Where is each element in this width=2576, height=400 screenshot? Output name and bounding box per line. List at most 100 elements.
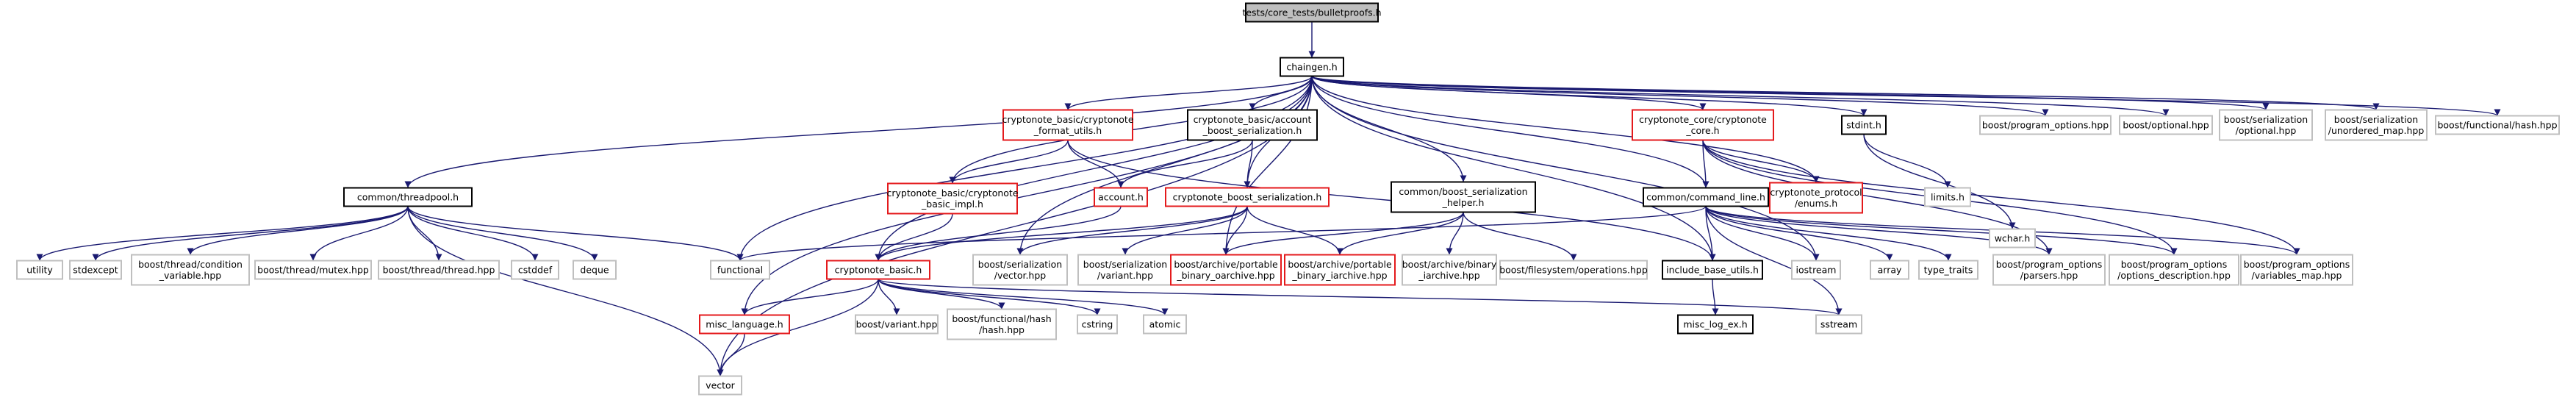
edge-cn_core-to-po_variables_map xyxy=(1702,140,2300,255)
node-array[interactable]: array xyxy=(1870,260,1909,280)
node-account-boost[interactable]: cryptonote_basic/account_boost_serializa… xyxy=(1187,109,1318,141)
edge-include_base_utils-to-misc_log_ex xyxy=(1712,279,1719,315)
node-iostream[interactable]: iostream xyxy=(1791,260,1841,280)
edge-line xyxy=(1463,212,1577,261)
node-label: boost/serialization xyxy=(2334,114,2418,125)
edge-line xyxy=(741,279,879,315)
edge-line xyxy=(404,76,1313,188)
edge-line xyxy=(1712,279,1719,315)
edge-chaingen-to-boost_program_options xyxy=(1311,75,2049,117)
edge-cn_boost_ser-to-cn_basic xyxy=(875,206,1248,261)
edge-cn_boost_ser-to-portable_binary_iarchive xyxy=(1246,206,1343,255)
edge-threadpool-to-deque xyxy=(407,206,598,261)
edge-cn_boost_ser-to-boost_ser_variant xyxy=(1122,206,1248,255)
node-cstddef[interactable]: cstddef xyxy=(511,260,559,280)
node-box xyxy=(2435,115,2560,135)
node-wchar[interactable]: wchar.h xyxy=(1989,228,2036,249)
edge-threadpool-to-boost_thread_condvar xyxy=(187,206,409,255)
node-chaingen[interactable]: chaingen.h xyxy=(1280,57,1344,77)
node-label: _basic_impl.h xyxy=(921,199,983,210)
node-boost-ser-variant[interactable]: boost/serialization/variant.hpp xyxy=(1077,254,1173,286)
edge-line xyxy=(878,279,1101,315)
node-portable-binary-iarchive[interactable]: boost/archive/portable_binary_iarchive.h… xyxy=(1284,254,1396,286)
node-po-variables-map[interactable]: boost/program_options/variables_map.hpp xyxy=(2240,254,2353,286)
node-cstring[interactable]: cstring xyxy=(1077,314,1118,335)
node-basic-impl[interactable]: cryptonote_basic/cryptonote_basic_impl.h xyxy=(886,182,1019,215)
node-boost-ser-optional[interactable]: boost/serialization/optional.hpp xyxy=(2219,109,2313,141)
node-box xyxy=(1170,254,1282,286)
node-threadpool[interactable]: common/threadpool.h xyxy=(343,187,473,207)
node-boost-program-options[interactable]: boost/program_options.hpp xyxy=(1979,115,2112,135)
node-label: /parsers.hpp xyxy=(2020,270,2078,281)
node-deque[interactable]: deque xyxy=(573,260,617,280)
node-box xyxy=(16,260,63,280)
edge-stdint-to-wchar xyxy=(1863,134,2016,229)
node-cn-core[interactable]: cryptonote_core/cryptonote_core.h xyxy=(1632,109,1774,141)
node-boost-thread-thread[interactable]: boost/thread/thread.hpp xyxy=(378,260,500,280)
node-po-options-description[interactable]: boost/program_options/options_descriptio… xyxy=(2109,254,2239,286)
node-box xyxy=(1002,109,1133,141)
node-boost-archive-binary[interactable]: boost/archive/binary_iarchive.hpp xyxy=(1402,254,1497,286)
edge-line xyxy=(1702,140,2300,255)
node-cn-boost-ser[interactable]: cryptonote_boost_serialization.h xyxy=(1165,187,1330,207)
node-boost-thread-mutex[interactable]: boost/thread/mutex.hpp xyxy=(254,260,372,280)
node-label: atomic xyxy=(1149,319,1181,330)
node-boost-thread-condvar[interactable]: boost/thread/condition_variable.hpp xyxy=(131,254,250,286)
node-cn-basic[interactable]: cryptonote_basic.h xyxy=(826,260,930,280)
node-boost-optional[interactable]: boost/optional.hpp xyxy=(2119,115,2213,135)
node-boost-variant[interactable]: boost/variant.hpp xyxy=(855,314,939,335)
node-stdexcept[interactable]: stdexcept xyxy=(69,260,122,280)
node-portable-binary-oarchive[interactable]: boost/archive/portable_binary_oarchive.h… xyxy=(1170,254,1282,286)
edge-basic_impl-to-cn_basic xyxy=(875,213,953,261)
edge-line xyxy=(949,140,1069,184)
node-label: _format_utils.h xyxy=(1033,125,1102,136)
node-account[interactable]: account.h xyxy=(1094,187,1148,207)
node-boost-functional-hash-hash[interactable]: boost/functional/hash/hash.hpp xyxy=(947,308,1057,340)
node-boost-ser-helper[interactable]: common/boost_serialization_helper.h xyxy=(1391,181,1536,213)
edge-chaingen-to-threadpool xyxy=(404,76,1313,188)
node-box xyxy=(1077,254,1173,286)
node-sstream[interactable]: sstream xyxy=(1815,314,1862,335)
nodes-layer: tests/core_tests/bulletproofs.h chaingen.… xyxy=(16,2,2560,396)
edge-command_line-to-type_traits xyxy=(1705,206,1952,261)
node-box xyxy=(1677,314,1754,335)
node-utility[interactable]: utility xyxy=(16,260,63,280)
edge-chaingen-to-boost_ser_helper xyxy=(1311,76,1467,182)
node-label: common/threadpool.h xyxy=(357,192,459,203)
node-include-base-utils[interactable]: include_base_utils.h xyxy=(1662,260,1763,280)
node-misc-log-ex[interactable]: misc_log_ex.h xyxy=(1677,314,1754,335)
edge-line xyxy=(1311,75,2170,117)
node-cn-protocol-enums[interactable]: cryptonote_protocol/enums.h xyxy=(1769,182,1863,214)
node-boost-functional-hash[interactable]: boost/functional/hash.hpp xyxy=(2435,115,2560,135)
edge-line xyxy=(92,206,409,261)
node-box xyxy=(2119,115,2213,135)
node-boost-ser-unordered-map[interactable]: boost/serialization/unordered_map.hpp xyxy=(2325,109,2428,141)
node-command-line[interactable]: common/command_line.h xyxy=(1643,187,1769,207)
node-root[interactable]: tests/core_tests/bulletproofs.h xyxy=(1242,2,1382,23)
node-vector[interactable]: vector xyxy=(698,375,742,396)
edge-line xyxy=(1705,206,1820,261)
node-stdint[interactable]: stdint.h xyxy=(1841,115,1887,135)
edge-line xyxy=(1311,75,2500,117)
node-boost-ser-vector[interactable]: boost/serialization/vector.hpp xyxy=(972,254,1068,286)
node-limits[interactable]: limits.h xyxy=(1924,187,1971,207)
node-box xyxy=(710,260,770,280)
node-label: type_traits xyxy=(1924,265,1973,276)
node-format-utils[interactable]: cryptonote_basic/cryptonote_format_utils… xyxy=(1002,109,1134,141)
node-label: vector xyxy=(706,380,736,391)
edge-cn_core-to-cn_protocol_enums xyxy=(1702,140,1820,183)
node-functional[interactable]: functional xyxy=(710,260,770,280)
node-box xyxy=(1870,260,1909,280)
edge-cn_boost_ser-to-boost_ser_vector xyxy=(1016,206,1248,255)
node-po-parsers[interactable]: boost/program_options/parsers.hpp xyxy=(1992,254,2106,286)
node-label: _core.h xyxy=(1685,125,1719,136)
node-box xyxy=(1077,314,1118,335)
node-box xyxy=(1918,260,1978,280)
node-misc-language[interactable]: misc_language.h xyxy=(699,314,790,335)
node-atomic[interactable]: atomic xyxy=(1143,314,1187,335)
node-box xyxy=(1992,254,2106,286)
node-type-traits[interactable]: type_traits xyxy=(1918,260,1978,280)
edge-format_utils-to-basic_impl xyxy=(949,140,1069,184)
node-box xyxy=(131,254,250,286)
node-boost-fs-operations[interactable]: boost/filesystem/operations.hpp xyxy=(1499,260,1648,280)
